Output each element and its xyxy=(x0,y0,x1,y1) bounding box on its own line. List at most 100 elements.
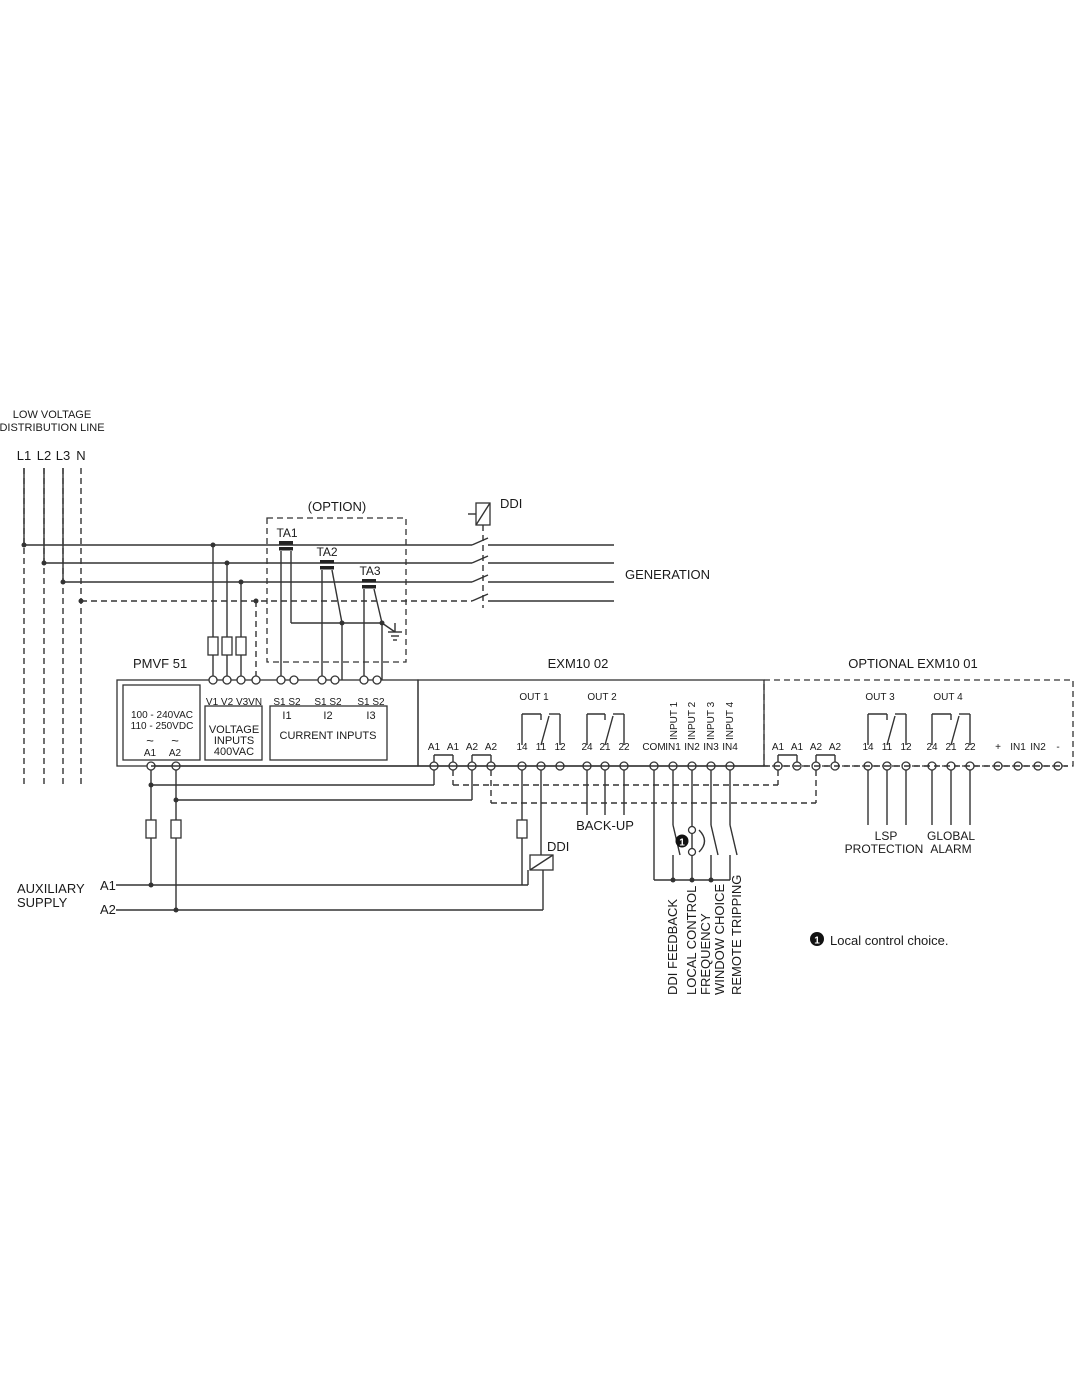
exm02-terminal-label: 12 xyxy=(554,742,566,753)
exm02-terminal-label: IN1 xyxy=(665,742,681,753)
exm01-terminal-label: A2 xyxy=(829,742,842,753)
note-marker-in-diagram-text: 1 xyxy=(679,838,685,849)
ddi-coil-label: DDI xyxy=(547,839,569,854)
note-marker-in-diagram xyxy=(675,834,689,848)
input-4-label: INPUT 4 xyxy=(725,701,736,740)
out3-contact xyxy=(867,713,907,746)
pmvf-title: PMVF 51 xyxy=(133,656,187,671)
exm01-terminal-label: 22 xyxy=(964,742,976,753)
global-label-1: GLOBAL xyxy=(927,829,975,843)
exm01-terminal-label: IN1 xyxy=(1010,742,1026,753)
phase-l2: L2 xyxy=(37,448,51,463)
exm01-terminal-label: IN2 xyxy=(1030,742,1046,753)
exm01-title: OPTIONAL EXM10 01 xyxy=(848,656,978,671)
s1s2-ta2: S1 S2 xyxy=(314,697,342,708)
aux-a2: A2 xyxy=(100,902,116,917)
ct-ta1-label: TA1 xyxy=(276,526,297,540)
exm02-terminal-label: A2 xyxy=(466,742,479,753)
input-2-label: INPUT 2 xyxy=(687,701,698,740)
i3-label: I3 xyxy=(366,710,375,722)
function-frequency: FREQUENCY xyxy=(698,913,713,995)
line-title-1: LOW VOLTAGE xyxy=(13,409,91,421)
out1-label: OUT 1 xyxy=(519,692,549,703)
phase-n: N xyxy=(76,448,85,463)
out4-label: OUT 4 xyxy=(933,692,963,703)
pmvf-voltage-terms: V1 V2 V3VN xyxy=(206,697,262,708)
exm01-terminal-label: 21 xyxy=(945,742,957,753)
exm01-terminal-label: 14 xyxy=(862,742,874,753)
aux-label-1: AUXILIARY xyxy=(17,881,85,896)
exm02-terminal-label: COM xyxy=(642,742,665,753)
function-remote-tripping: REMOTE TRIPPING xyxy=(729,875,744,995)
ct-ta3-label: TA3 xyxy=(359,564,380,578)
exm01-supply-bridges xyxy=(777,754,836,766)
voltage-inputs-1: VOLTAGE xyxy=(209,724,259,736)
exm02-terminal-label: 24 xyxy=(581,742,593,753)
exm02-terminal-label: 11 xyxy=(536,742,547,753)
line-title-2: DISTRIBUTION LINE xyxy=(0,422,105,434)
backup-label: BACK-UP xyxy=(576,818,634,833)
out4-contact xyxy=(931,713,971,746)
pmvf-top-terminals xyxy=(208,675,382,685)
current-inputs-label: CURRENT INPUTS xyxy=(280,730,377,742)
exm02-supply-bridges xyxy=(433,754,492,766)
exm02-title: EXM10 02 xyxy=(548,656,609,671)
s1s2-ta1: S1 S2 xyxy=(273,697,301,708)
option-label: (OPTION) xyxy=(308,499,367,514)
exm02-terminal-label: IN2 xyxy=(684,742,700,753)
voltage-inputs-3: 400VAC xyxy=(214,746,254,758)
i1-label: I1 xyxy=(282,710,291,722)
pmvf-supply-2: 110 - 250VDC xyxy=(131,721,194,732)
exm01-terminal-label: 12 xyxy=(900,742,912,753)
current-transformers xyxy=(279,541,402,680)
exm01-terminal-label: - xyxy=(1056,742,1059,753)
out2-label: OUT 2 xyxy=(587,692,617,703)
exm01-terminal-label: A1 xyxy=(791,742,804,753)
pmvf-a2: A2 xyxy=(169,748,182,759)
exm01-terminal-label: + xyxy=(995,742,1001,753)
exm02-terminal-label: IN3 xyxy=(703,742,719,753)
aux-label-2: SUPPLY xyxy=(17,895,68,910)
phase-l1: L1 xyxy=(17,448,31,463)
exm01-terminal-label: 11 xyxy=(882,742,893,753)
pmvf-a1: A1 xyxy=(144,748,157,759)
pmvf-tilde-2: ~ xyxy=(171,733,179,748)
function-local-control: LOCAL CONTROL xyxy=(684,886,699,995)
out2-contact xyxy=(586,713,625,746)
voltage-taps xyxy=(207,542,259,680)
exm01-terminal-label: A2 xyxy=(810,742,823,753)
ddi-coil-top xyxy=(468,502,491,526)
input-3-label: INPUT 3 xyxy=(706,701,717,740)
exm02-terminal-label: IN4 xyxy=(722,742,738,753)
exm01-terminal-label: 24 xyxy=(926,742,938,753)
generation-label: GENERATION xyxy=(625,567,710,582)
pmvf-tilde-1: ~ xyxy=(146,733,154,748)
note-marker-text: 1 xyxy=(814,936,820,947)
exm02-terminal-label: 14 xyxy=(516,742,528,753)
lsp-label-2: PROTECTION xyxy=(845,842,924,856)
global-label-2: ALARM xyxy=(930,842,971,856)
exm02-terminal-label: 21 xyxy=(599,742,611,753)
exm01-terminal-label: A1 xyxy=(772,742,785,753)
i2-label: I2 xyxy=(323,710,332,722)
phase-l3: L3 xyxy=(56,448,70,463)
function-window-choice: WINDOW CHOICE xyxy=(712,883,727,995)
ddi-label-top: DDI xyxy=(500,496,522,511)
s1s2-ta3: S1 S2 xyxy=(357,697,385,708)
phase-lines xyxy=(21,525,614,608)
exm02-terminal-label: A1 xyxy=(447,742,460,753)
exm02-terminal-label: A2 xyxy=(485,742,498,753)
lsp-label-1: LSP xyxy=(875,829,898,843)
exm02-terminal-label: A1 xyxy=(428,742,441,753)
aux-wiring xyxy=(116,770,971,913)
input-1-label: INPUT 1 xyxy=(669,701,680,740)
note-text: Local control choice. xyxy=(830,933,949,948)
distribution-bus xyxy=(23,468,82,785)
pmvf-supply-1: 100 - 240VAC xyxy=(131,710,193,721)
exm01-module xyxy=(763,679,1074,767)
aux-a1: A1 xyxy=(100,878,116,893)
note-marker xyxy=(810,932,824,946)
exm02-terminal-label: 22 xyxy=(618,742,630,753)
ct-ta2-label: TA2 xyxy=(316,545,337,559)
